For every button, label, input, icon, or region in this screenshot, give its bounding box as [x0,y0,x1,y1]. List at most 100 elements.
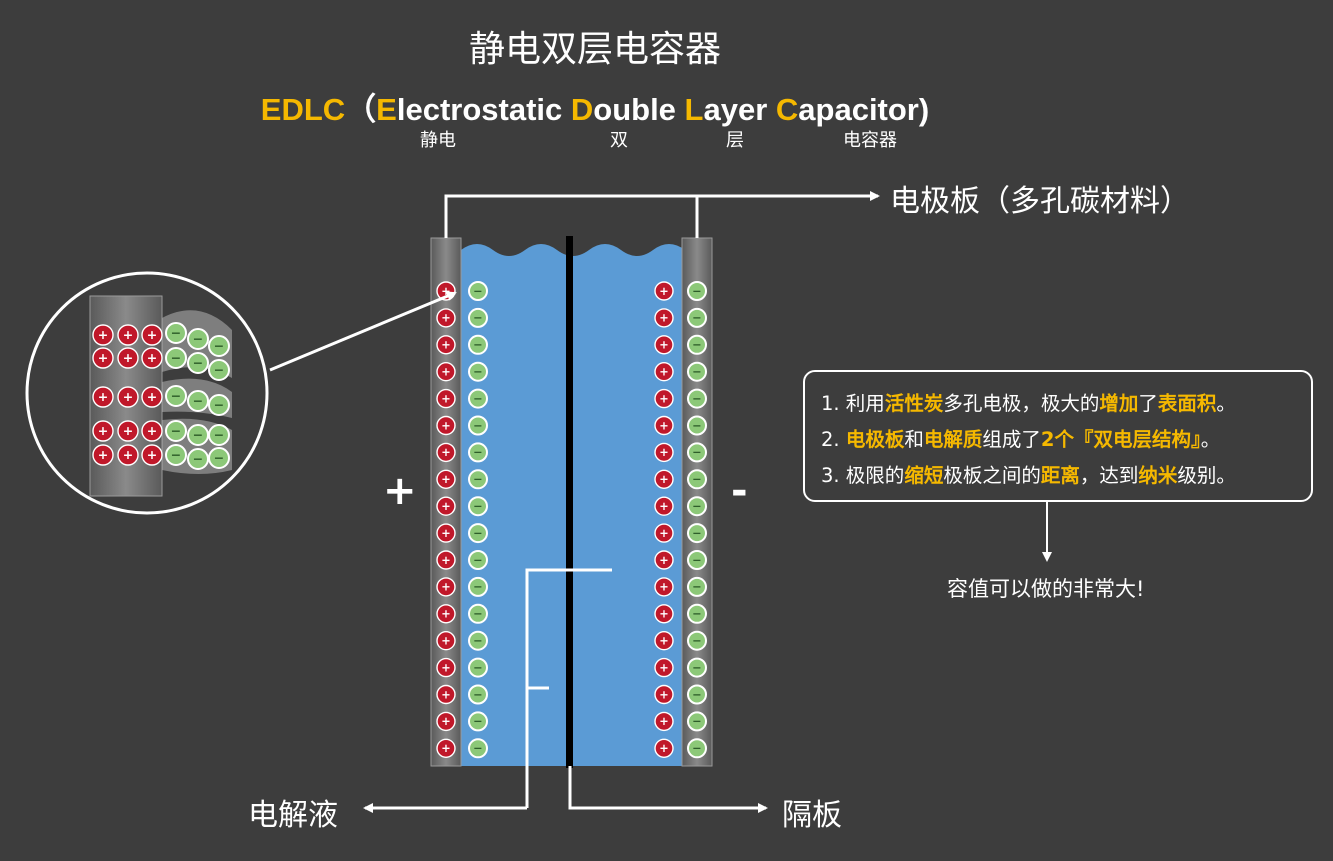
svg-text:−: − [473,661,482,674]
plus-ion: + [654,684,674,705]
zoom-minus-ion: − [208,424,230,446]
minus-ion: − [468,307,488,328]
svg-text:+: + [147,389,157,404]
svg-text:−: − [473,608,482,621]
point-3-prefix: 3. 极限的 [821,464,905,487]
zoom-minus-ion: − [187,424,209,446]
subtitle-open-paren: （ [345,92,377,127]
svg-text:+: + [659,688,668,701]
svg-text:−: − [473,500,482,513]
plus-ion: + [436,550,456,570]
svg-text:−: − [473,634,482,647]
plus-ion: + [654,577,674,597]
svg-text:−: − [193,355,203,370]
minus-ion: − [687,738,707,759]
minus-ion: − [468,523,488,544]
svg-text:−: − [171,325,181,340]
plus-ion: + [654,469,674,489]
zoom-arrow [269,291,457,372]
svg-text:+: + [659,392,668,405]
gloss-electrostatic: 静电 [420,130,456,151]
point-3-highlight-2: 距离 [1040,464,1080,487]
svg-text:+: + [147,327,157,342]
minus-ion: − [468,657,488,678]
plus-ion: + [654,657,674,678]
zoom-plus-ion: + [141,420,163,442]
svg-text:+: + [659,661,668,674]
plus-ion: + [436,657,456,678]
zoom-minus-ion: − [208,447,230,469]
point-3-highlight-1: 缩短 [904,464,944,487]
svg-text:+: + [659,581,668,594]
svg-text:−: − [171,447,181,462]
svg-text:+: + [441,715,450,728]
point-1-highlight-1: 活性炭 [884,392,944,415]
svg-text:+: + [659,419,668,432]
svg-text:−: − [692,365,701,378]
minus-ion: − [468,361,488,382]
svg-text:−: − [692,661,701,674]
info-point-1: 1. 利用活性炭多孔电极，极大的增加了表面积。 [821,386,1311,422]
zoom-plus-ion: + [141,347,163,369]
minus-ion: − [687,496,707,517]
svg-text:+: + [659,634,668,647]
plus-ion: + [436,684,456,705]
svg-text:−: − [193,451,203,466]
svg-text:+: + [123,327,133,342]
zoom-plus-ion: + [92,347,114,369]
svg-text:−: − [473,581,482,594]
svg-text:−: − [473,365,482,378]
point-3-highlight-3: 纳米 [1138,464,1178,487]
zoom-plus-ion: + [141,324,163,346]
plus-ion: + [654,523,674,543]
svg-text:−: − [214,427,224,442]
electrode-label: 电极板（多孔碳材料） [890,184,1190,219]
minus-ion: − [687,711,707,732]
plus-ion: + [436,711,456,732]
svg-text:+: + [441,661,450,674]
svg-text:+: + [441,608,450,621]
svg-text:−: − [692,285,701,298]
point-1-highlight-3: 表面积 [1157,392,1217,415]
zoom-minus-ion: − [165,322,187,344]
point-2-highlight-3: 2个『双电层结构』 [1040,428,1201,451]
electrode-lead [444,194,699,238]
minus-ion: − [468,576,488,597]
zoom-plus-ion: + [141,444,163,466]
svg-text:−: − [473,554,482,567]
svg-text:−: − [473,285,482,298]
info-point-3: 3. 极限的缩短极板之间的距离，达到纳米级别。 [821,458,1311,494]
svg-text:−: − [692,554,701,567]
zoom-plus-ion: + [92,386,114,408]
info-box: 1. 利用活性炭多孔电极，极大的增加了表面积。 2. 电极板和电解质组成了2个『… [803,370,1313,502]
minus-ion: − [687,550,707,570]
svg-text:+: + [441,339,450,352]
plus-ion: + [436,388,456,409]
zoom-minus-ion: − [187,328,209,350]
subtitle: EDLC（Electrostatic Double Layer Capacito… [0,84,1190,129]
zoom-plus-ion: + [117,420,139,442]
positive-sign: + [383,468,417,514]
svg-text:−: − [692,608,701,621]
minus-ion: − [468,684,488,705]
svg-text:+: + [659,715,668,728]
point-2-highlight-1: 电极板 [845,428,905,451]
zoom-plus-ion: + [92,324,114,346]
zoom-plus-ion: + [92,420,114,442]
svg-text:+: + [123,447,133,462]
subtitle-close-paren: ) [918,92,930,127]
minus-ion: − [687,523,707,544]
plus-ion: + [654,496,674,516]
minus-ion: − [468,334,488,355]
electrolyte-label: 电解液 [248,798,338,833]
plus-ion: + [436,469,456,489]
plus-ion: + [654,388,674,409]
point-1-suffix: 。 [1216,392,1236,415]
svg-text:−: − [473,419,482,432]
plus-ion: + [654,415,674,436]
svg-text:+: + [147,350,157,365]
zoom-callout: +++++++++++++++−−−−−−−−−−−−−−− [25,271,457,515]
svg-text:+: + [98,389,108,404]
plus-ion: + [436,577,456,597]
